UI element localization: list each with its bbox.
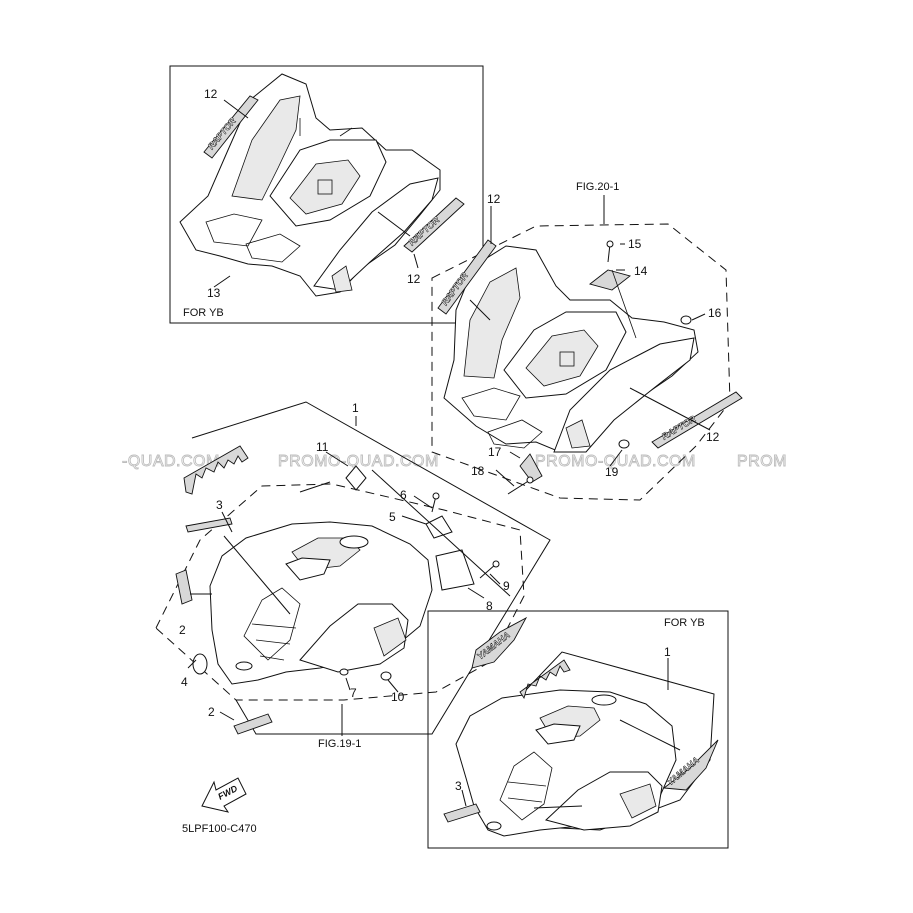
callout-6: 6	[400, 488, 407, 502]
callout-11: 11	[316, 440, 329, 454]
callout-3: 3	[455, 779, 462, 793]
callout-1: 1	[352, 401, 359, 415]
callout-13: 13	[207, 286, 221, 300]
rear-fender	[443, 245, 699, 453]
inset-label: FOR YB	[183, 307, 224, 319]
dashed-group-rear	[431, 223, 731, 501]
decal-1-strip	[183, 445, 249, 495]
part-14-plate	[589, 269, 631, 291]
part-17-plate	[519, 453, 543, 483]
decal-brand-front: YAMAHA	[471, 616, 528, 669]
callout-2: 2	[208, 705, 215, 719]
watermark-right: PROM	[737, 453, 787, 470]
decal-12-lower: RAPTOR	[651, 391, 743, 449]
decal-3	[185, 517, 233, 533]
callout-19: 19	[605, 465, 619, 479]
decal-1-strip-yb	[519, 659, 571, 700]
fig-ref-rear: FIG.20-1	[576, 181, 619, 193]
part-5-plate	[425, 515, 453, 539]
callout-8: 8	[486, 599, 493, 613]
callout-12: 12	[487, 192, 501, 206]
callout-7: 7	[350, 686, 357, 700]
watermark: PROMO-QUAD.COM	[535, 453, 696, 470]
part-19-grommet	[618, 439, 630, 449]
fwd-arrow: FWD	[201, 777, 247, 813]
inset-top-left: FOR YB RAPTOR RAPTOR 12 12 13	[169, 65, 484, 324]
callout-2: 2	[179, 623, 186, 637]
part-11-plate	[345, 465, 367, 491]
rear-fender-yb	[179, 73, 441, 297]
callout-14: 14	[634, 264, 648, 278]
watermark-row: -QUAD.COM PROMO-QUAD.COM PROMO-QUAD.COM …	[122, 453, 787, 471]
callout-18: 18	[471, 464, 485, 478]
inset-frame	[427, 610, 729, 849]
callout-3: 3	[216, 498, 223, 512]
front-fender-assembly: YAMAHA 1 11 3 2 4 2	[155, 401, 551, 750]
callout-4: 4	[181, 675, 188, 689]
decal-2-side	[175, 569, 193, 605]
part-16-grommet	[680, 315, 692, 325]
watermark: PROMO-QUAD.COM	[278, 453, 439, 470]
fig-ref-front: FIG.19-1	[318, 738, 361, 750]
part-18-bolt	[507, 479, 531, 495]
rear-fender-assembly: FIG.20-1 RAPTOR RAPTOR	[431, 181, 743, 501]
dashed-group-front	[155, 483, 525, 701]
part-9-bolt	[479, 563, 497, 579]
callout-1: 1	[664, 645, 671, 659]
decal-3-yb	[443, 803, 481, 823]
part-10-grommet	[380, 671, 392, 681]
front-fender	[209, 521, 433, 685]
decal-2-lower	[233, 713, 273, 735]
inset-label: FOR YB	[664, 617, 705, 629]
callout-16: 16	[708, 306, 722, 320]
callout-17: 17	[488, 445, 502, 459]
callout-12: 12	[706, 430, 720, 444]
callout-5: 5	[389, 510, 396, 524]
part-4-reflector	[192, 653, 208, 675]
front-fender-yb	[455, 689, 677, 837]
part-8-plate	[435, 549, 475, 591]
callout-15: 15	[628, 237, 642, 251]
watermark-left: -QUAD.COM	[122, 453, 220, 470]
callout-10: 10	[391, 690, 405, 704]
callout-12: 12	[407, 272, 421, 286]
inset-bottom-right: FOR YB YAMAHA 1 3	[427, 610, 729, 849]
figure-code: 5LPF100-C470	[182, 823, 257, 835]
inset-frame	[169, 65, 484, 324]
part-7-grommet	[339, 668, 349, 676]
callout-12: 12	[204, 87, 218, 101]
callout-9: 9	[503, 579, 510, 593]
